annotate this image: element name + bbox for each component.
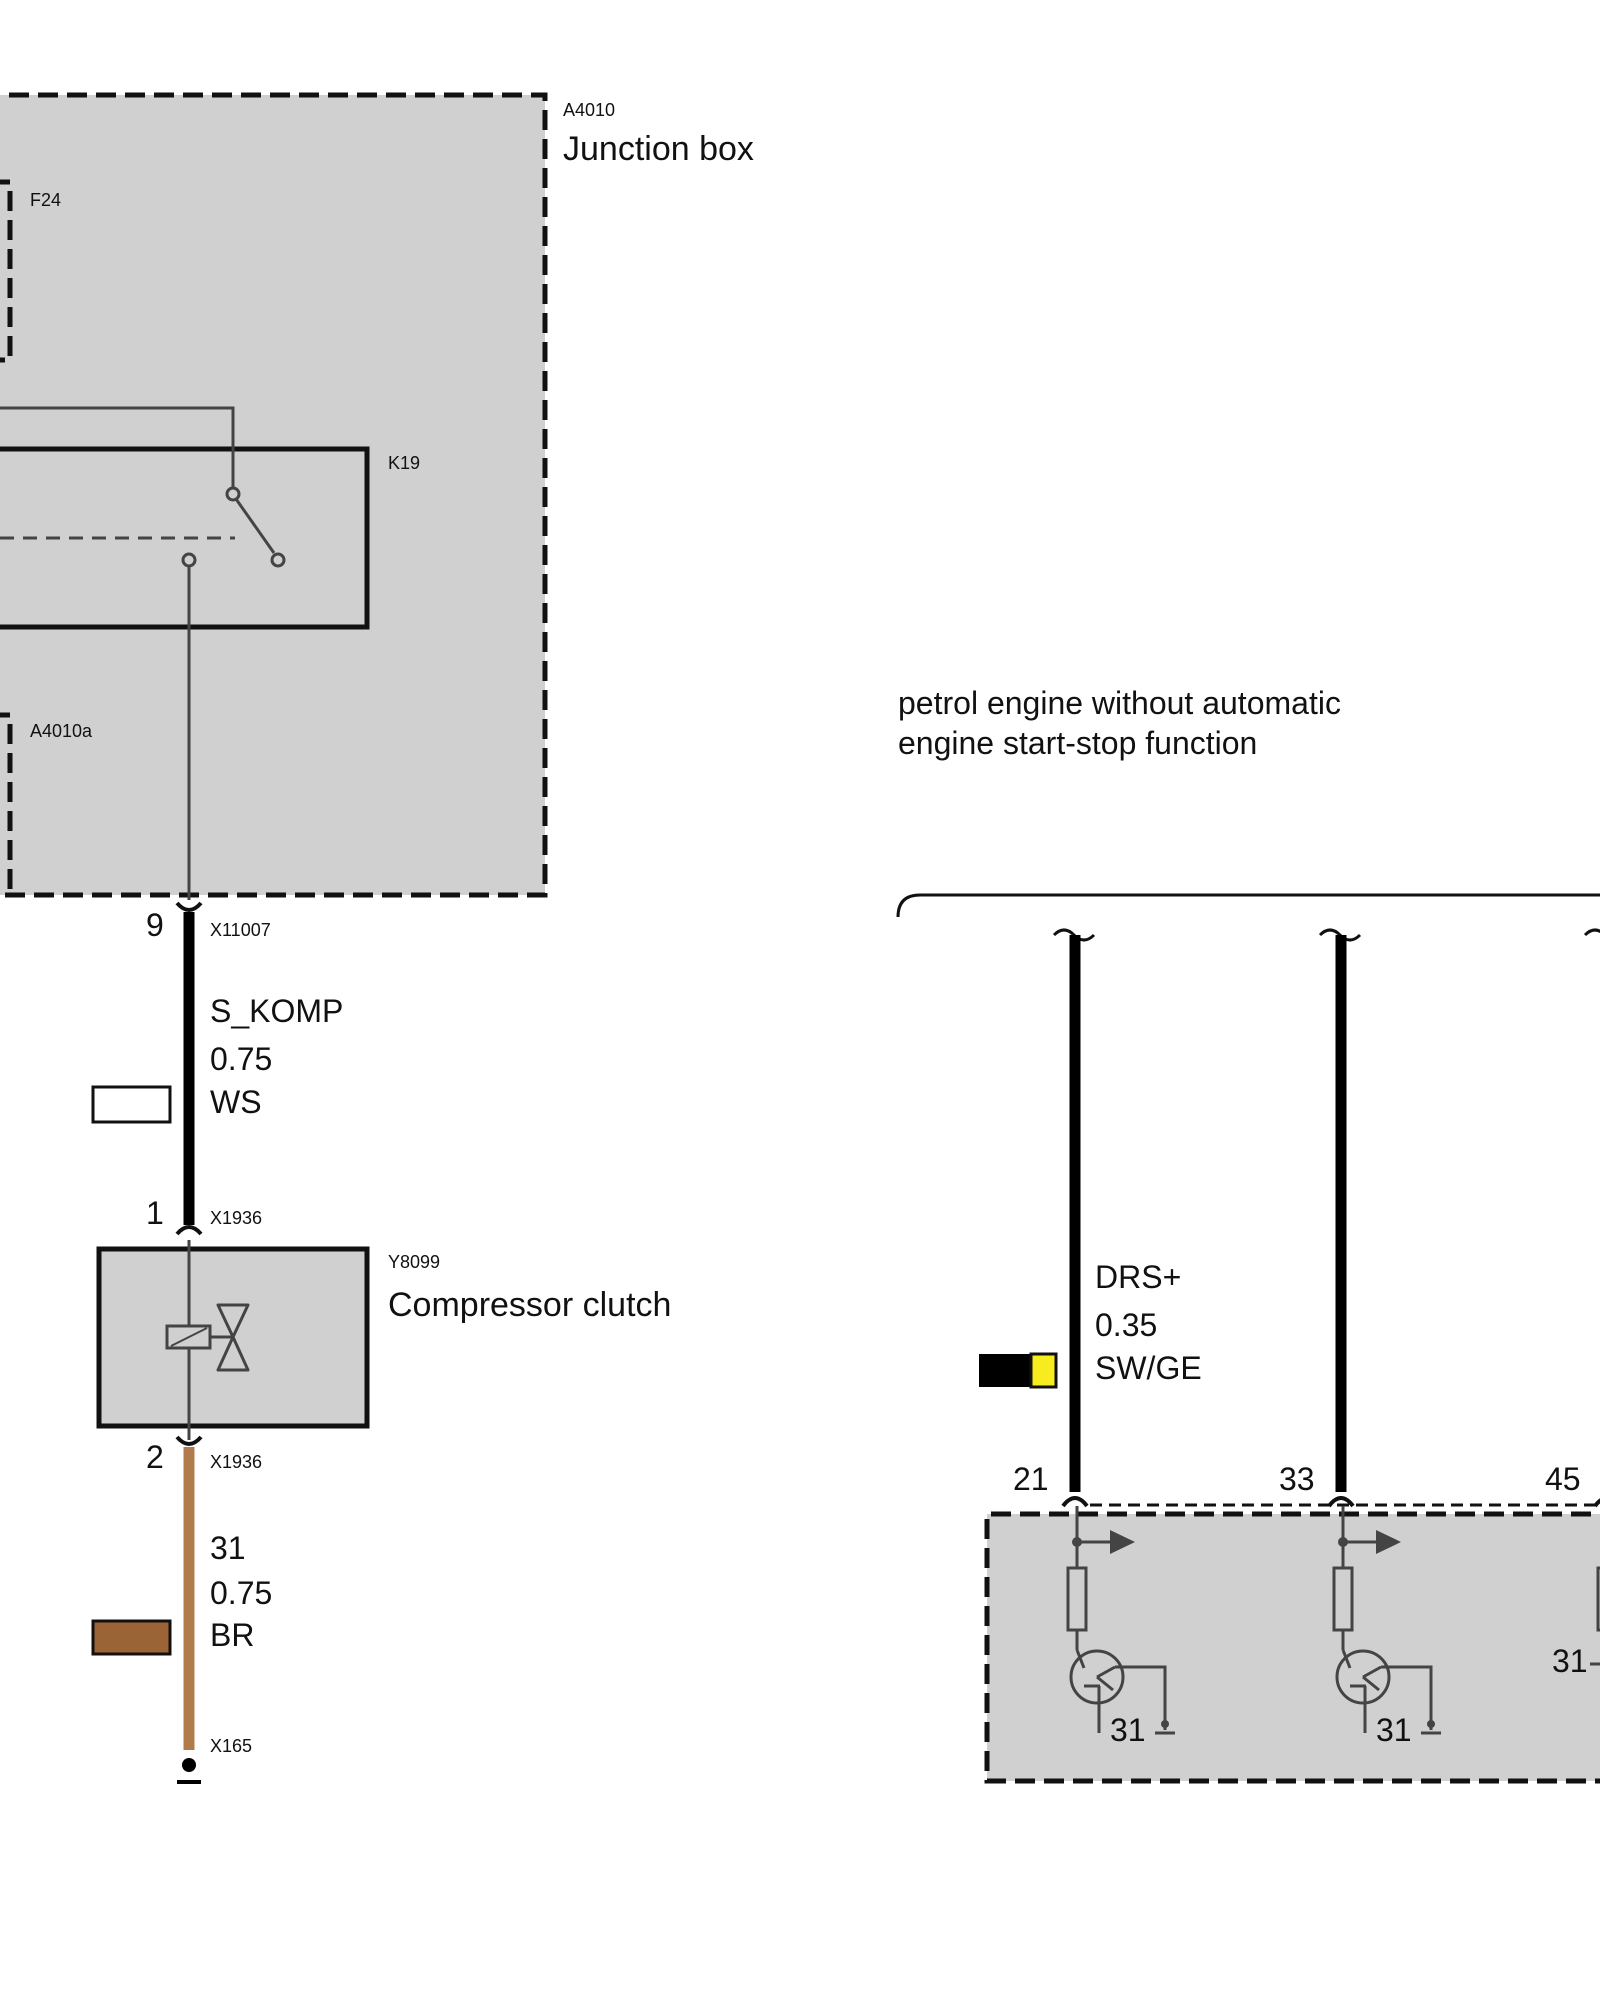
clutch-title: Compressor clutch [388,1286,671,1324]
fuse-f24-label: F24 [30,190,61,210]
relay-k19-label: K19 [388,453,420,473]
variant-bracket [896,893,1600,918]
wire-break-mark-45 [1583,928,1600,937]
module-input-circuit-45 [1590,1566,1600,1666]
pin-2-label: 2 [146,1439,164,1475]
pin-1-label: 1 [146,1195,164,1231]
connector-x11007-label: X11007 [210,920,271,940]
module-pin-21-label: 21 [1013,1461,1049,1497]
wire-s-komp-signal: S_KOMP [210,993,343,1029]
module-ground-label-33: 31 [1376,1712,1412,1748]
module-ground-label-21: 31 [1110,1712,1146,1748]
relay-k19[interactable] [0,406,370,630]
module-pin-45-label: 45 [1545,1461,1581,1497]
wire-ground-color: BR [210,1617,254,1653]
wire-drs-size: 0.35 [1095,1307,1157,1343]
module-connector-45 [1593,1498,1600,1508]
module-ground-label-45: 31 [1552,1643,1588,1679]
variant-note-line2: engine start-stop function [898,725,1257,761]
module-connector-33 [1327,1496,1355,1508]
ground-connector-label: X165 [210,1736,252,1756]
wire-color-swatch-sw-ge [979,1352,1058,1389]
wire-drs-color: SW/GE [1095,1350,1202,1386]
module-input-circuit-33 [1332,1506,1441,1735]
pin-9-label: 9 [146,907,164,943]
wire-color-swatch-ws [91,1085,172,1124]
module-pin-33-label: 33 [1279,1461,1315,1497]
junction-box-title: Junction box [563,130,754,168]
wire-ground-size: 0.75 [210,1575,272,1611]
clutch-id: Y8099 [388,1252,440,1272]
module-connector-21 [1061,1496,1089,1508]
wire-s-komp-color: WS [210,1084,262,1120]
connector-x1936-top-symbol [175,1225,203,1236]
variant-note-line1: petrol engine without automatic [898,685,1341,721]
connector-x1936-bottom-label: X1936 [210,1452,262,1472]
control-module[interactable] [984,1503,1600,1784]
wire-drs-signal: DRS+ [1095,1259,1181,1295]
connector-x1936-top-label: X1936 [210,1208,262,1228]
wire-s-komp-size: 0.75 [210,1041,272,1077]
ground-point-x165 [182,1758,196,1772]
wire-color-swatch-br [91,1619,172,1656]
sub-box-a4010a[interactable] [0,712,13,893]
compressor-clutch-y8099[interactable] [96,1240,370,1440]
junction-box-id: A4010 [563,100,615,120]
wire-ground-signal: 31 [210,1530,246,1566]
module-input-circuit-21 [1066,1506,1175,1735]
connector-x11007-symbol [175,901,203,912]
connector-x1936-bottom-symbol [175,1435,203,1446]
sub-box-a4010a-label: A4010a [30,721,93,741]
